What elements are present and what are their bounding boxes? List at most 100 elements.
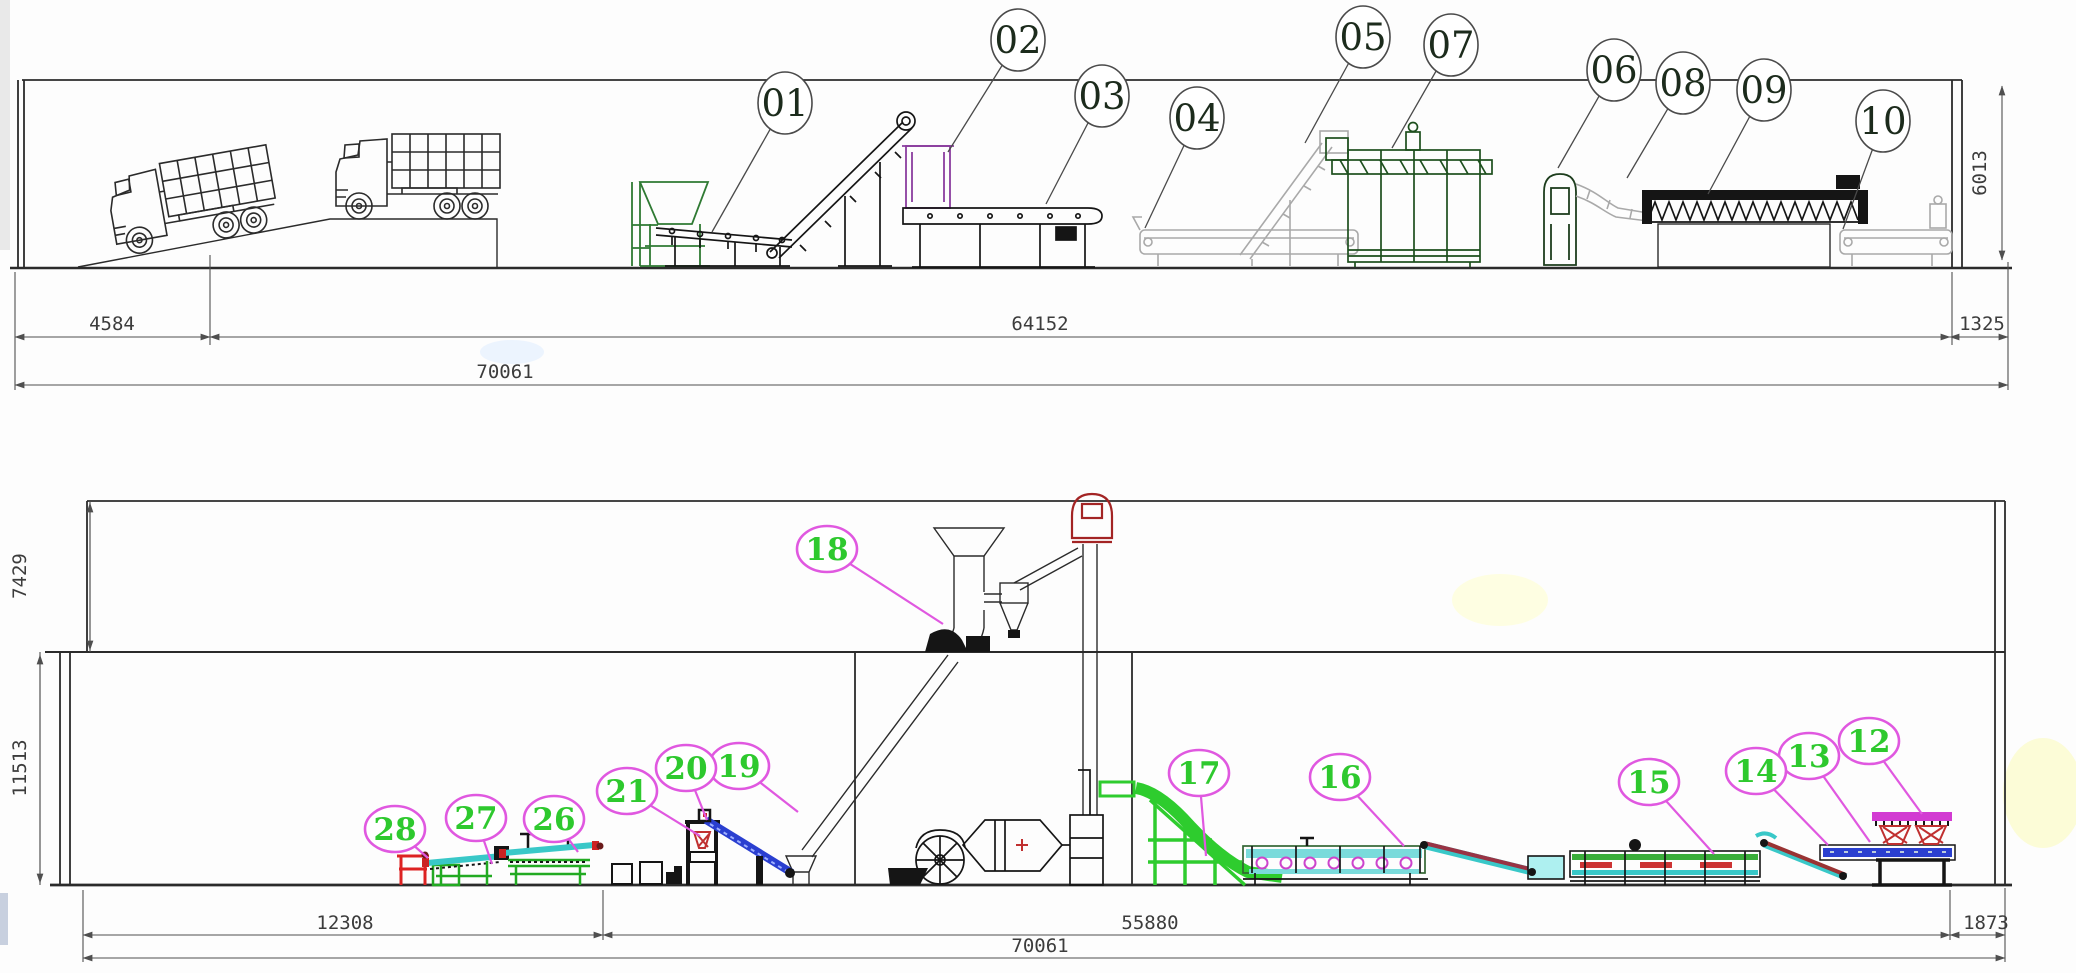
scan-edge-artifact: [0, 0, 10, 250]
top-view-elevation: 4584 64152 1325 70061 6013 01 02 03 04 0…: [10, 5, 2012, 390]
cyclone-body: [999, 582, 1029, 604]
trough-conveyor-10: [1839, 195, 1953, 266]
svg-text:28: 28: [373, 812, 416, 848]
bottom-callouts: 12 13 14 15 16 17 18 19 20 21 26 27 28: [363, 524, 1923, 865]
svg-text:17: 17: [1177, 756, 1220, 792]
svg-text:12: 12: [1847, 724, 1890, 760]
elevator-head: [1070, 492, 1114, 544]
top-callouts: 01 02 03 04 05 07 06 08 09 10: [711, 5, 1911, 233]
callout-16: 16: [1308, 752, 1405, 847]
callout-04: 04: [1144, 86, 1225, 229]
dim-64152: 64152: [1011, 313, 1068, 335]
unloading-ramp: [77, 218, 498, 268]
callout-05: 05: [1304, 5, 1391, 144]
callout-20: 20: [654, 743, 718, 821]
inclined-belt-conveyor: [766, 111, 916, 267]
dim-55880: 55880: [1121, 912, 1178, 934]
svg-text:01: 01: [761, 82, 808, 125]
svg-text:26: 26: [532, 802, 575, 838]
sorting-line-15: [1569, 839, 1761, 885]
svg-text:09: 09: [1740, 69, 1787, 112]
curved-chute-08: [1575, 183, 1649, 222]
bottom-dimensions: 7429 11513 12308 55880 1873 70061: [9, 501, 2009, 962]
separator-plinth: [1657, 223, 1831, 268]
step-block: [666, 866, 682, 884]
svg-text:02: 02: [994, 19, 1041, 62]
hopper-stand-21: [685, 820, 720, 885]
callout-01: 01: [711, 71, 813, 233]
screen-machine-07: [1325, 121, 1493, 267]
svg-text:04: 04: [1173, 97, 1220, 140]
bottom-view-elevation: 7429 11513 12308 55880 1873 70061 12 13 …: [9, 492, 2012, 962]
green-pipe-elbow: [1098, 780, 1136, 798]
separator-09: [1642, 175, 1868, 268]
sorting-table-16: [1242, 836, 1428, 885]
scan-edge-artifact: [0, 893, 8, 945]
chain-feeder-01: [655, 227, 793, 267]
frame-28: [397, 854, 429, 885]
dim-11513: 11513: [9, 739, 31, 796]
svg-text:10: 10: [1859, 100, 1906, 143]
bay-fan-and-dryer: [888, 769, 1136, 886]
dust-collection-system-18: [925, 492, 1114, 815]
svg-text:27: 27: [454, 801, 497, 837]
blue-conveyor-20: [697, 808, 795, 885]
dim-bottom-total-70061: 70061: [1011, 935, 1068, 957]
fan-blower: [925, 629, 968, 652]
svg-text:14: 14: [1734, 754, 1777, 790]
callout-19: 19: [707, 741, 799, 813]
svg-text:03: 03: [1078, 75, 1125, 118]
svg-text:15: 15: [1627, 765, 1670, 801]
transfer-conveyor: [1420, 841, 1565, 880]
callout-02: 02: [947, 8, 1046, 153]
svg-text:08: 08: [1659, 62, 1706, 105]
dim-top-total-70061: 70061: [476, 361, 533, 383]
callout-27: 27: [444, 793, 508, 865]
trough-conveyor-04: [1131, 216, 1359, 266]
svg-text:06: 06: [1590, 49, 1637, 92]
dump-truck-on-ramp: [103, 143, 282, 258]
callout-06: 06: [1557, 38, 1642, 169]
discharge-chute-19: [784, 654, 959, 885]
dim-1873: 1873: [1963, 912, 2009, 934]
svg-text:18: 18: [805, 532, 848, 568]
callout-10: 10: [1842, 89, 1911, 230]
svg-text:05: 05: [1339, 16, 1386, 59]
watermark-smudge: [2003, 738, 2076, 848]
callout-28: 28: [363, 804, 429, 859]
svg-text:07: 07: [1427, 24, 1474, 67]
callout-09: 09: [1707, 58, 1792, 195]
elevator-06: [1543, 173, 1577, 266]
conveyor-26: [499, 832, 604, 885]
stack-funnel: [932, 527, 1006, 557]
dim-4584: 4584: [89, 313, 135, 335]
callout-14: 14: [1724, 746, 1829, 846]
svg-text:13: 13: [1787, 739, 1830, 775]
small-box: [611, 863, 633, 885]
hall-outline: [45, 500, 2012, 887]
machine-02: [902, 145, 954, 209]
callout-18: 18: [795, 524, 944, 625]
dim-7429: 7429: [9, 553, 31, 599]
callout-12: 12: [1837, 716, 1923, 815]
callout-03: 03: [1045, 64, 1130, 205]
watermark-smudge: [480, 340, 544, 364]
feeder-unit-12: [1872, 812, 1952, 887]
inclined-conveyor-05: [1239, 130, 1349, 266]
callout-26: 26: [522, 794, 586, 853]
watermark-smudge: [1452, 574, 1548, 626]
small-box: [639, 861, 663, 885]
svg-text:16: 16: [1318, 760, 1361, 796]
green-slide-17: [1134, 782, 1283, 887]
callout-08: 08: [1626, 51, 1711, 179]
callout-07: 07: [1391, 13, 1479, 149]
dim-1325: 1325: [1959, 313, 2005, 335]
svg-text:21: 21: [605, 774, 648, 810]
dump-truck-level: [335, 133, 501, 220]
receiving-hopper: [631, 181, 710, 267]
callout-13: 13: [1777, 731, 1871, 843]
callout-15: 15: [1617, 757, 1715, 855]
conveyor-03: [902, 207, 1103, 268]
